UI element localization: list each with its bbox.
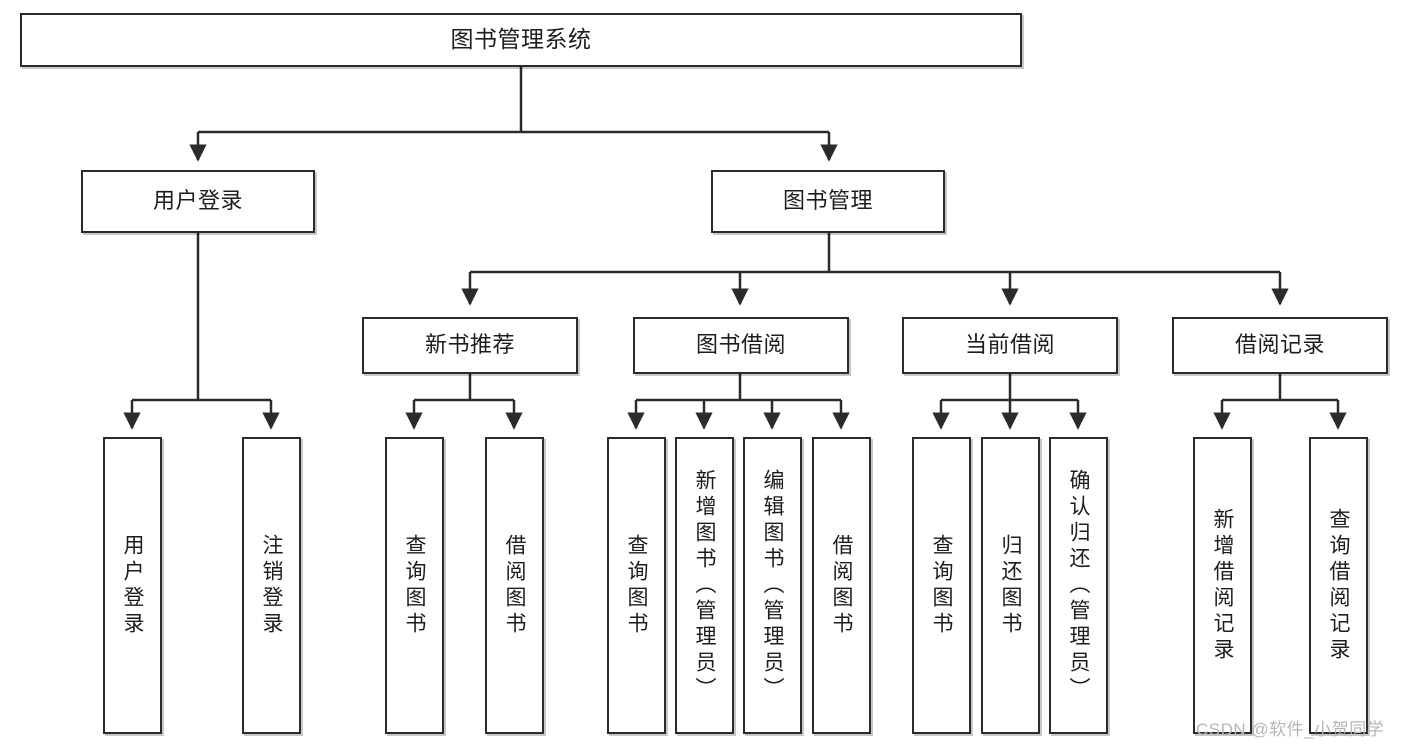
node-book-borrow-label: 图书借阅: [695, 332, 786, 358]
leaf-current-confirm-return-admin[interactable]: 确认归还（管理员）: [1049, 437, 1108, 734]
node-user-login[interactable]: 用户登录: [81, 170, 315, 233]
leaf-borrow-lend-book[interactable]: 借阅图书: [812, 437, 871, 734]
node-root-book-management-system[interactable]: 图书管理系统: [20, 13, 1022, 67]
leaf-newbook-borrow-book-label: 借阅图书: [503, 533, 526, 638]
leaf-newbook-query-book-label: 查询图书: [403, 533, 426, 638]
node-book-management[interactable]: 图书管理: [711, 170, 945, 233]
leaf-borrow-edit-book-admin-label: 编辑图书（管理员）: [761, 468, 784, 703]
leaf-user-logout[interactable]: 注销登录: [242, 437, 301, 734]
leaf-newbook-query-book[interactable]: 查询图书: [385, 437, 444, 734]
leaf-borrow-lend-book-label: 借阅图书: [830, 533, 853, 638]
leaf-borrow-query-book[interactable]: 查询图书: [607, 437, 666, 734]
leaf-newbook-borrow-book[interactable]: 借阅图书: [485, 437, 544, 734]
leaf-borrow-add-book-admin-label: 新增图书（管理员）: [693, 468, 716, 703]
leaf-current-return-book-label: 归还图书: [999, 533, 1022, 638]
node-book-borrow[interactable]: 图书借阅: [633, 317, 849, 374]
leaf-record-query-record[interactable]: 查询借阅记录: [1309, 437, 1368, 734]
node-new-book-recommend[interactable]: 新书推荐: [362, 317, 578, 374]
leaf-record-query-record-label: 查询借阅记录: [1327, 507, 1350, 664]
node-current-borrow-label: 当前借阅: [964, 332, 1055, 358]
leaf-current-query-book-label: 查询图书: [930, 533, 953, 638]
csdn-watermark-text: CSDN @软件_小贺同学: [1196, 720, 1385, 739]
node-borrow-record-label: 借阅记录: [1234, 332, 1325, 358]
node-user-login-label: 用户登录: [152, 188, 243, 214]
node-current-borrow[interactable]: 当前借阅: [902, 317, 1118, 374]
leaf-user-login-label: 用户登录: [121, 533, 144, 638]
leaf-borrow-add-book-admin[interactable]: 新增图书（管理员）: [675, 437, 734, 734]
node-borrow-record[interactable]: 借阅记录: [1172, 317, 1388, 374]
leaf-borrow-query-book-label: 查询图书: [625, 533, 648, 638]
node-new-book-recommend-label: 新书推荐: [424, 332, 515, 358]
leaf-user-logout-label: 注销登录: [260, 533, 283, 638]
csdn-watermark: CSDN @软件_小贺同学: [1196, 715, 1384, 740]
leaf-current-return-book[interactable]: 归还图书: [981, 437, 1040, 734]
leaf-user-login[interactable]: 用户登录: [103, 437, 162, 734]
node-root-label: 图书管理系统: [450, 26, 592, 53]
leaf-borrow-edit-book-admin[interactable]: 编辑图书（管理员）: [743, 437, 802, 734]
leaf-current-query-book[interactable]: 查询图书: [912, 437, 971, 734]
leaf-record-add-record-label: 新增借阅记录: [1211, 507, 1234, 664]
leaf-record-add-record[interactable]: 新增借阅记录: [1193, 437, 1252, 734]
node-book-management-label: 图书管理: [782, 188, 873, 214]
leaf-current-confirm-return-admin-label: 确认归还（管理员）: [1067, 468, 1090, 703]
